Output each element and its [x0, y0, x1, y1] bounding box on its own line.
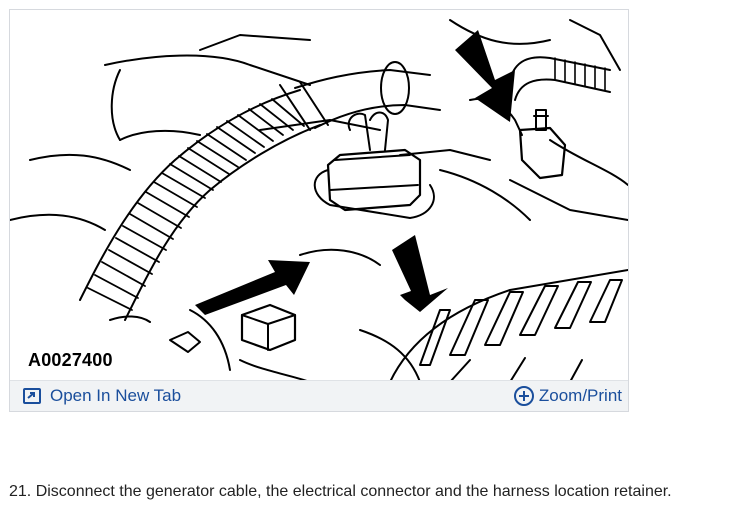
step-instruction: 21. Disconnect the generator cable, the … — [9, 483, 672, 500]
open-new-tab-icon — [22, 386, 42, 406]
figure-id-label: A0027400 — [28, 350, 113, 370]
zoom-print-label: Zoom/Print — [538, 386, 622, 405]
generator-illustration: A0027400 — [10, 10, 628, 382]
zoom-plus-icon — [513, 385, 535, 407]
open-new-tab-label: Open In New Tab — [50, 386, 182, 405]
figure-toolbar: Open In New Tab Zoom/Print — [10, 380, 628, 411]
generator-line-drawing — [10, 19, 628, 382]
open-new-tab-button[interactable]: Open In New Tab — [22, 384, 181, 408]
figure-card: A0027400 Open In New Tab Zoom/Print — [9, 9, 629, 412]
zoom-print-button[interactable]: Zoom/Print — [513, 384, 622, 408]
